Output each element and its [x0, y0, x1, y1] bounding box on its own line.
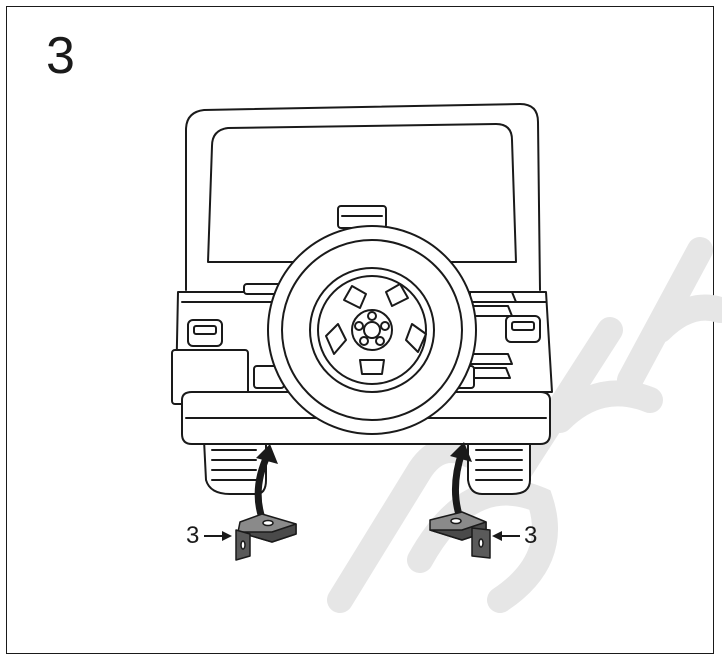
part-callout-left: 3 [186, 522, 200, 549]
arrow-right-icon [204, 531, 232, 541]
mounting-bracket-left [235, 513, 297, 561]
tire-right [467, 439, 531, 495]
spare-tire [267, 225, 477, 435]
part-callout-right: 3 [524, 522, 538, 549]
rear-window [207, 123, 517, 263]
arrow-left-icon [492, 531, 520, 541]
mounting-bracket-right [429, 511, 491, 559]
curved-arrow-up-icon [254, 444, 278, 522]
step-number: 3 [46, 27, 75, 85]
